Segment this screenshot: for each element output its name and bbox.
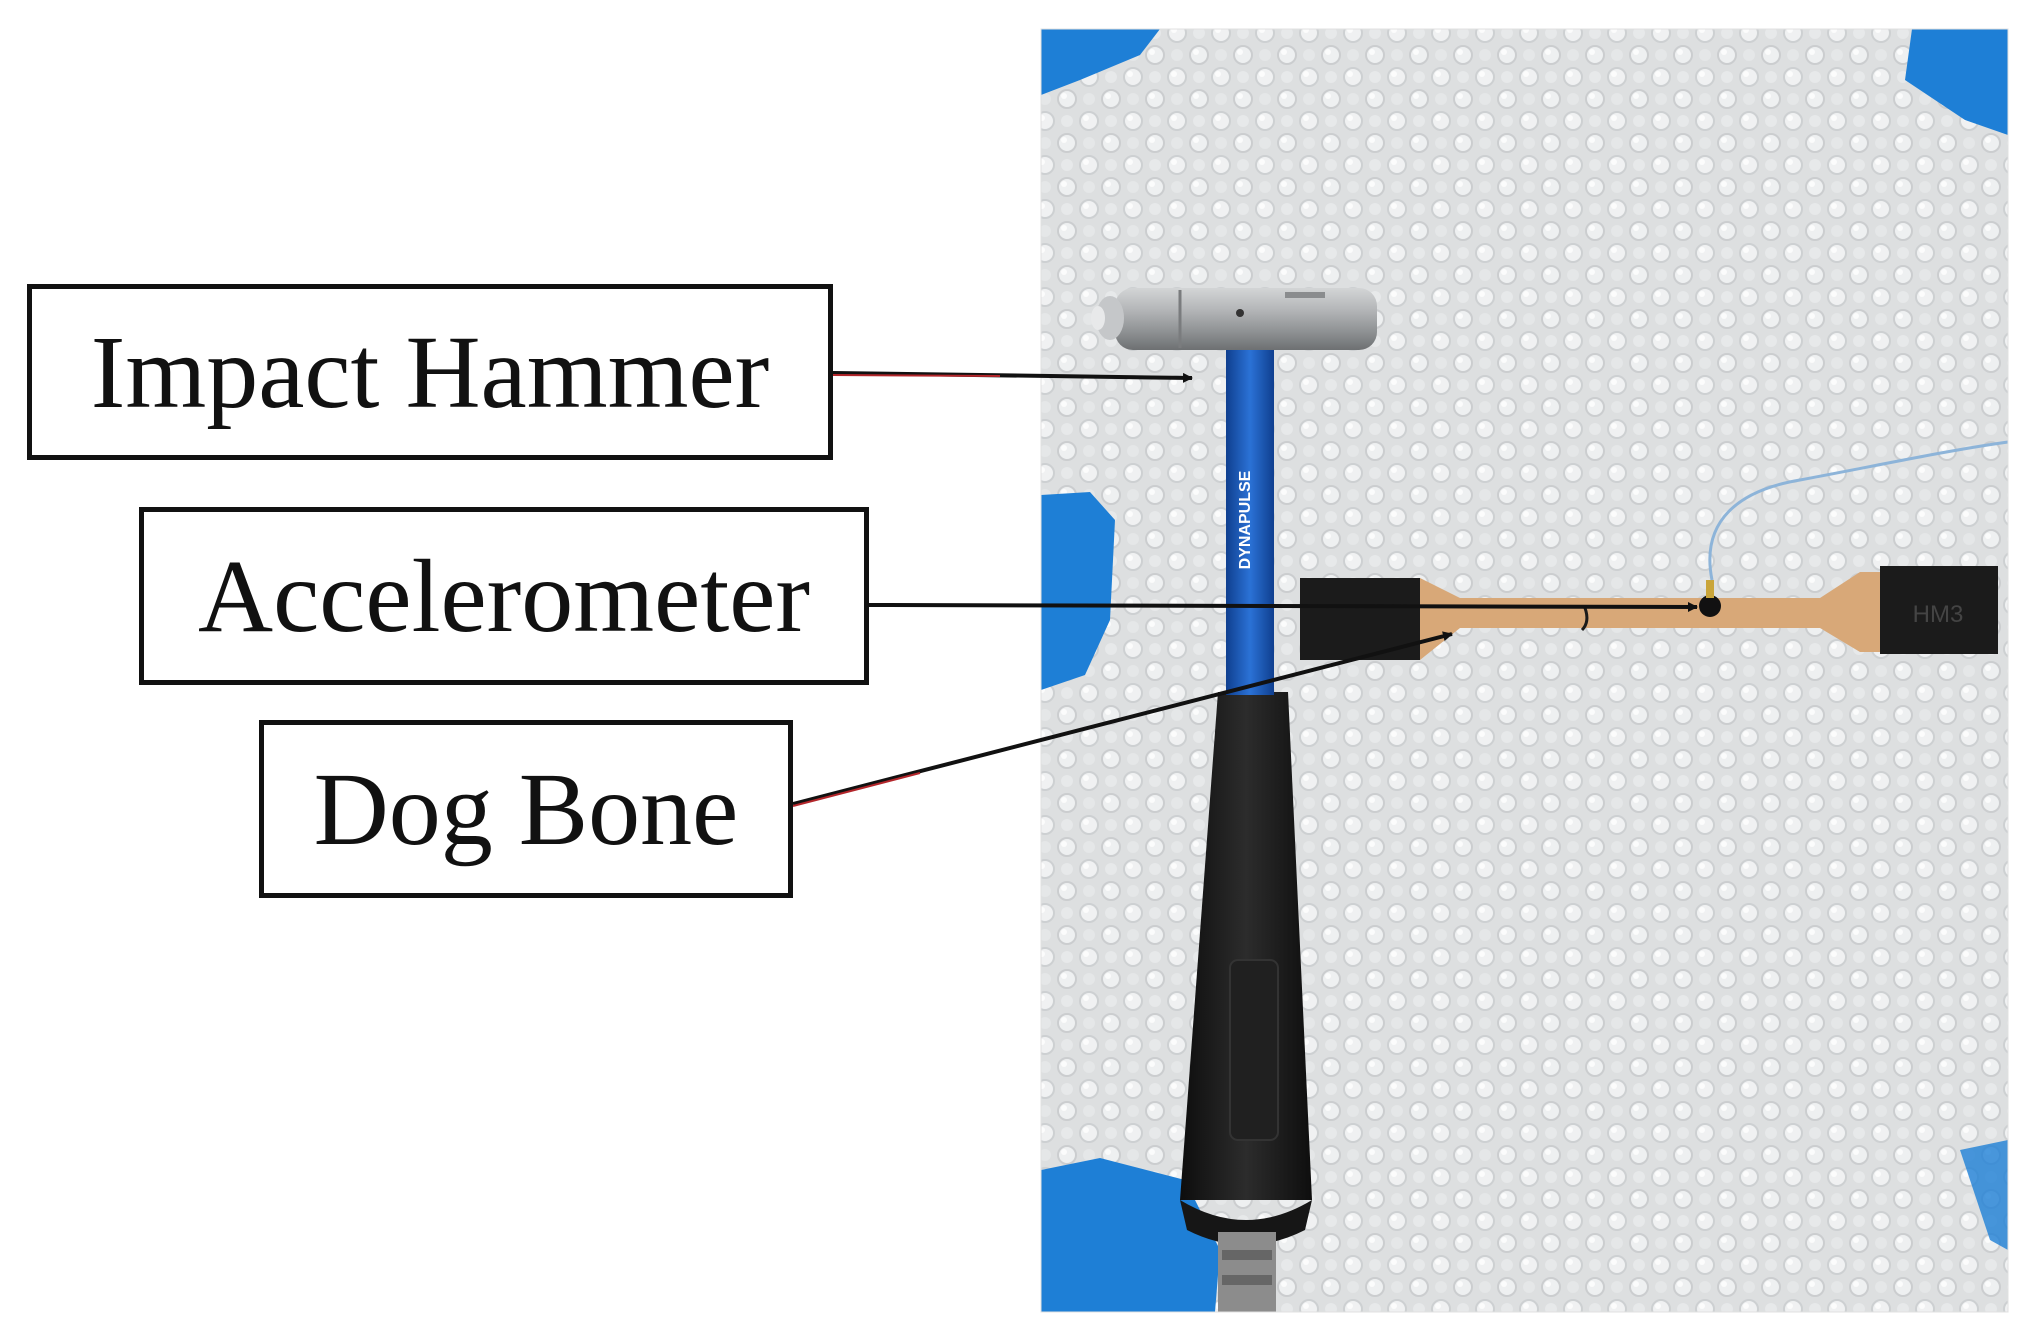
accelerometer-cable <box>1708 440 2009 581</box>
svg-text:HM3: HM3 <box>1913 601 1964 628</box>
arrow-impact-hammer <box>832 371 1193 383</box>
label-impact-hammer: Impact Hammer <box>27 284 833 460</box>
label-accelerometer: Accelerometer <box>139 507 869 685</box>
label-impact-hammer-text: Impact Hammer <box>90 314 770 430</box>
arrow-dog-bone-red-tint <box>792 772 921 807</box>
arrow-accelerometer <box>868 601 1698 612</box>
hammer-handle <box>1180 692 1312 1312</box>
hammer-head <box>1091 288 1377 350</box>
svg-text:DYNAPULSE: DYNAPULSE <box>1237 470 1254 569</box>
label-dog-bone: Dog Bone <box>259 720 793 898</box>
arrow-dog-bone <box>792 631 1453 806</box>
blue-tape <box>1041 29 2008 1312</box>
arrow-impact-hammer-red-tint <box>832 374 1001 377</box>
label-accelerometer-text: Accelerometer <box>197 538 810 654</box>
label-dog-bone-text: Dog Bone <box>313 751 739 867</box>
hammer-shaft: DYNAPULSE <box>1226 340 1274 695</box>
photo-frame <box>1040 28 2009 1313</box>
callout-arrows <box>792 371 1698 807</box>
dog-bone-specimen: HM3 <box>1300 566 1998 660</box>
